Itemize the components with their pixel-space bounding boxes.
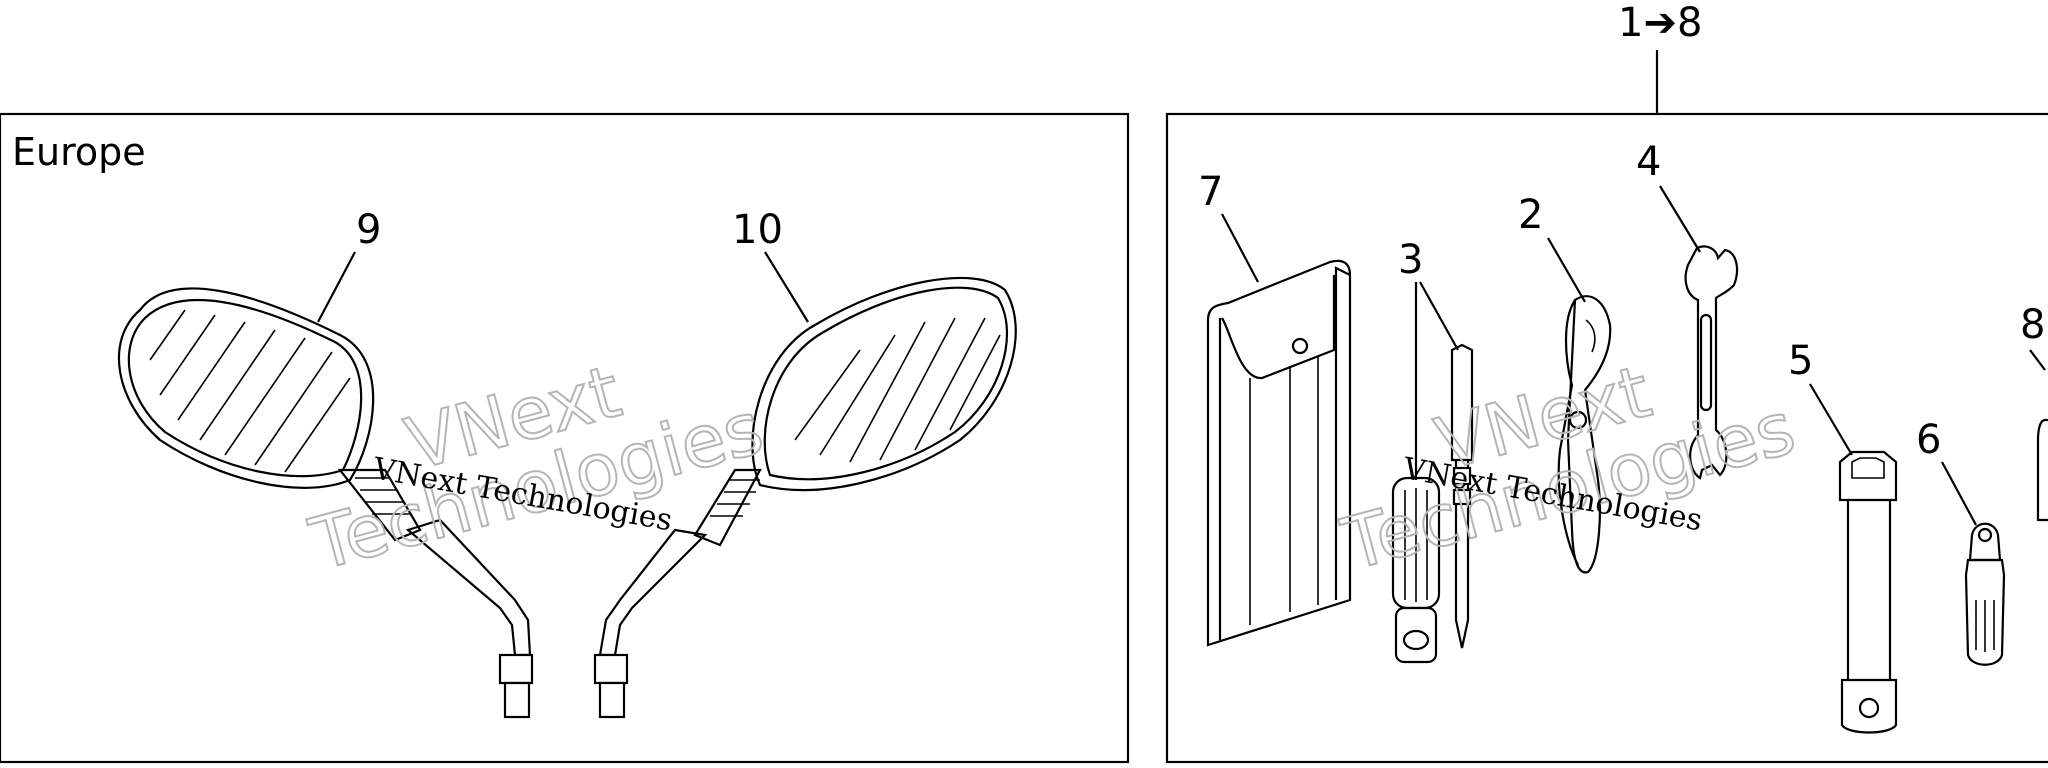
watermark-right: VNext Technologies VNext Technologies [1333, 348, 1804, 588]
screwdriver [1391, 343, 1474, 664]
partial-item-8 [2036, 418, 2048, 522]
callout-10: 10 [732, 207, 783, 253]
tool-pouch [1206, 259, 1352, 647]
leader-3b [1419, 281, 1459, 351]
left-mirror [117, 287, 534, 719]
leader-10 [764, 251, 809, 323]
leader-5 [1809, 383, 1853, 456]
callout-2: 2 [1518, 192, 1543, 238]
pliers [1557, 295, 1612, 574]
callout-5: 5 [1788, 338, 1813, 384]
callout-7: 7 [1198, 169, 1223, 215]
callout-3: 3 [1398, 237, 1423, 283]
group-label: 1➔8 [1618, 0, 1702, 46]
right-mirror [593, 276, 1017, 719]
wrench [1684, 245, 1739, 480]
socket [1964, 522, 2006, 666]
right-panel-frame [1165, 112, 2048, 764]
callout-9: 9 [356, 207, 381, 253]
callout-6: 6 [1916, 417, 1941, 463]
leader-7 [1221, 213, 1259, 283]
leader-4 [1659, 185, 1701, 253]
leader-6 [1941, 461, 1977, 526]
callout-8: 8 [2020, 302, 2045, 348]
box-spanner [1838, 450, 1898, 734]
leader-8 [2029, 349, 2046, 371]
callout-4: 4 [1636, 139, 1661, 185]
leader-9 [317, 251, 356, 323]
left-panel-frame [0, 112, 1130, 764]
leader-2 [1547, 237, 1586, 303]
region-label: Europe [12, 130, 146, 174]
